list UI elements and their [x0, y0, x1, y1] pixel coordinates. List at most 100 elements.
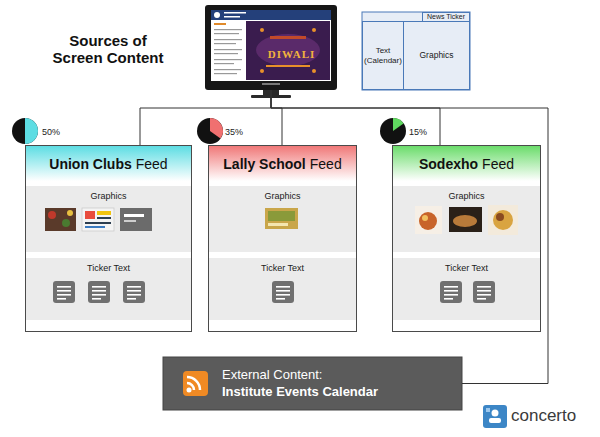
- share-pie: [380, 118, 406, 144]
- tv-monitor: [260, 69, 264, 73]
- tv-monitor: [205, 5, 337, 90]
- ticker-document-icon: [477, 294, 491, 296]
- tv-monitor: [214, 39, 242, 40]
- feed-box-fill: [26, 186, 191, 252]
- rss-icon: [187, 383, 194, 390]
- ticker-document-icon: [123, 281, 145, 303]
- label-holder: concerto: [511, 405, 576, 427]
- tv-monitor: [214, 12, 220, 18]
- rss-icon: [183, 371, 208, 396]
- layout-region: Text (Calendar): [362, 21, 404, 90]
- feed-heading: Feed: [310, 154, 342, 174]
- share-percent: 35%: [225, 126, 243, 138]
- share-pie: [393, 118, 404, 131]
- graphic-thumbnail: [62, 219, 70, 227]
- content-band: Graphics: [209, 186, 356, 252]
- share-pie: [197, 118, 223, 144]
- band-heading: Ticker Text: [445, 263, 488, 274]
- region-label: News Ticker: [427, 13, 465, 21]
- content-band: Ticker Text: [393, 258, 540, 320]
- ticker-document-icon: [444, 290, 458, 292]
- feed-box-fill: [209, 186, 356, 252]
- feed-header: SodexhoFeed: [393, 154, 540, 174]
- diagram-title: Sources of Screen Content: [48, 32, 168, 66]
- graphic-thumbnail: [67, 210, 73, 216]
- region-label: Graphics: [419, 51, 453, 61]
- tv-monitor: [214, 33, 239, 34]
- graphic-thumbnail: [453, 215, 477, 227]
- tv-monitor: [214, 53, 238, 54]
- share-pie: [12, 118, 38, 144]
- ticker-document-icon: [272, 281, 294, 303]
- brand-name: concerto: [511, 405, 576, 427]
- feed-box-fill: [209, 146, 356, 181]
- ticker-document-icon: [444, 298, 453, 300]
- feed-box-fill: [209, 258, 356, 320]
- tv-monitor: [312, 28, 316, 32]
- share-pie: [12, 118, 406, 144]
- ticker-document-icon: [127, 286, 141, 288]
- feed-heading: Sodexho: [419, 154, 478, 174]
- tv-screen: DIWALI: [205, 5, 337, 90]
- graphic-thumbnail: [97, 211, 111, 215]
- ticker-document-icon: [92, 286, 106, 288]
- content-band: Graphics: [26, 186, 191, 252]
- tv-monitor: [266, 65, 310, 67]
- layout-region: Graphics: [403, 21, 470, 90]
- ticker-document-icon: [477, 298, 486, 300]
- tv-monitor: [214, 23, 226, 25]
- feed-box: 50%Union ClubsFeedGraphicsTicker Text: [25, 145, 192, 332]
- ticker-document-icon: [127, 290, 141, 292]
- ticker-document-icon: [57, 294, 71, 296]
- graphic-thumbnail: [488, 205, 518, 235]
- external-source-box: External Content:Institute Events Calend…: [163, 357, 462, 410]
- connector-line: [140, 90, 271, 145]
- ticker-document-icon: [53, 281, 75, 303]
- screen-layout-sketch: [362, 12, 470, 90]
- feed-box: 35%Lally SchoolFeedGraphicsTicker Text: [208, 145, 357, 332]
- external-box-fill: [163, 357, 462, 410]
- screen-layout-sketch: [362, 12, 470, 90]
- tv-monitor: [214, 43, 236, 44]
- ticker-document-icon: [92, 290, 106, 292]
- feed-heading: Feed: [482, 154, 514, 174]
- ticker-document-icon: [127, 294, 141, 296]
- content-band: Graphics: [393, 186, 540, 252]
- concerto-logo-icon: [489, 418, 501, 423]
- tv-monitor: [211, 10, 331, 81]
- graphic-thumbnail: [124, 214, 144, 217]
- graphic-thumbnail: [97, 217, 111, 219]
- tv-monitor: [214, 49, 242, 50]
- rss-icon: [183, 371, 208, 396]
- share-percent: 50%: [42, 126, 60, 138]
- ticker-document-icon: [53, 281, 495, 303]
- tv-monitor: [205, 5, 337, 90]
- graphic-thumbnail: [45, 205, 518, 235]
- ticker-document-icon: [477, 286, 491, 288]
- region-label: Text (Calendar): [364, 46, 402, 64]
- ticker-document-icon: [123, 281, 145, 303]
- band-heading: Graphics: [448, 191, 484, 202]
- layout-region: News Ticker: [422, 12, 470, 22]
- ticker-document-icon: [444, 294, 458, 296]
- band-heading: Graphics: [264, 191, 300, 202]
- ticker-document-icon: [57, 298, 66, 300]
- graphic-thumbnail: [45, 208, 76, 231]
- graphic-thumbnail: [496, 213, 504, 221]
- feed-box-fill: [26, 146, 191, 181]
- graphic-thumbnail: [422, 215, 428, 221]
- tv-monitor: [224, 16, 240, 18]
- concerto-logo-icon: [483, 405, 507, 428]
- feed-box-fill: [392, 145, 541, 332]
- ticker-document-icon: [473, 281, 495, 303]
- ticker-document-icon: [276, 294, 290, 296]
- tv-monitor: [214, 69, 241, 70]
- tv-monitor: [260, 28, 264, 32]
- ticker-document-icon: [276, 286, 290, 288]
- feed-box-fill: [25, 145, 541, 332]
- feed-box-fill: [393, 146, 540, 181]
- rss-icon: [187, 377, 200, 390]
- tv-monitor: [214, 29, 242, 30]
- band-heading: Ticker Text: [261, 263, 304, 274]
- ticker-document-icon: [276, 298, 285, 300]
